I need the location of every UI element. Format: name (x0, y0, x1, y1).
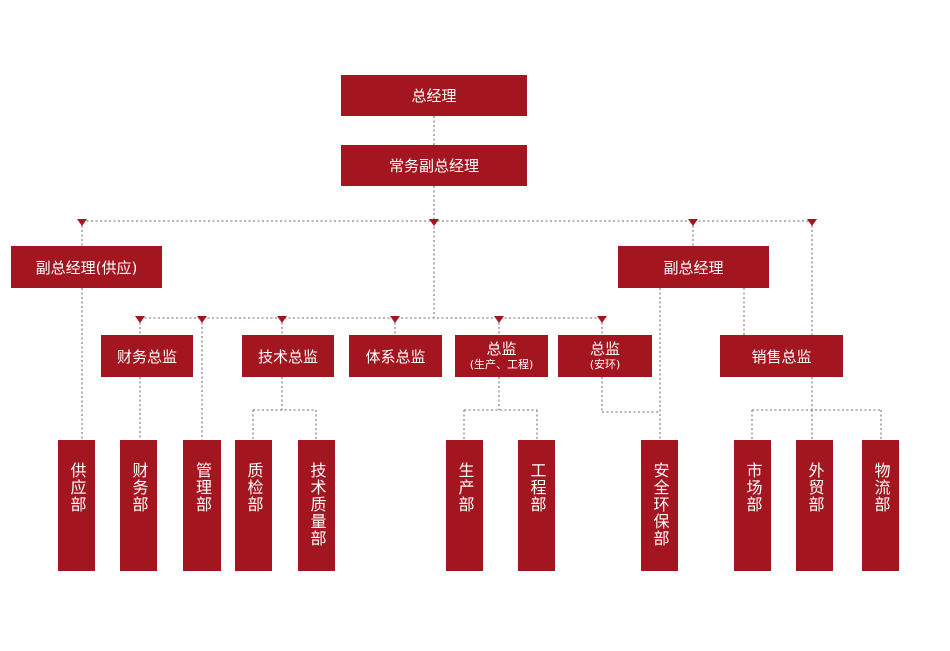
node-executive-vice-general-manager: 常务副总经理 (341, 145, 527, 186)
node-sublabel: (生产、工程) (469, 358, 534, 372)
dept-foreign-trade: 外贸部 (796, 440, 833, 571)
node-label: 销售总监 (751, 347, 812, 366)
dept-production: 生产部 (446, 440, 483, 571)
dept-label: 生产部 (455, 462, 475, 513)
node-label: 财务总监 (116, 347, 177, 366)
arrow-marker (135, 316, 145, 323)
node-sublabel: (安环) (589, 358, 621, 372)
dept-label: 安全环保部 (650, 462, 670, 547)
dept-label: 财务部 (129, 462, 149, 513)
dept-label: 物流部 (871, 462, 891, 513)
dept-safety-environment: 安全环保部 (641, 440, 678, 571)
node-label: 总监 (589, 339, 620, 358)
node-finance-director: 财务总监 (101, 335, 193, 377)
dept-supply: 供应部 (58, 440, 95, 571)
arrow-marker (597, 316, 607, 323)
node-label: 体系总监 (365, 347, 426, 366)
node-vice-general-manager-supply: 副总经理(供应) (11, 246, 162, 288)
node-label: 副总经理(供应) (35, 258, 138, 277)
node-tech-director: 技术总监 (242, 335, 334, 377)
dept-label: 供应部 (67, 462, 87, 513)
node-label: 总监 (486, 339, 517, 358)
dept-label: 外贸部 (805, 462, 825, 513)
arrow-marker (688, 219, 698, 226)
dept-management: 管理部 (183, 440, 221, 571)
node-general-manager: 总经理 (341, 75, 527, 116)
arrow-marker (807, 219, 817, 226)
node-sales-director: 销售总监 (720, 335, 843, 377)
node-label: 副总经理 (663, 258, 724, 277)
dept-label: 市场部 (743, 462, 763, 513)
node-director-safety-environment: 总监 (安环) (558, 335, 652, 377)
arrow-marker (494, 316, 504, 323)
arrow-marker (277, 316, 287, 323)
node-system-director: 体系总监 (349, 335, 442, 377)
dept-logistics: 物流部 (862, 440, 899, 571)
dept-label: 技术质量部 (307, 462, 327, 547)
arrow-marker (77, 219, 87, 226)
dept-finance: 财务部 (120, 440, 157, 571)
arrow-marker (429, 219, 439, 226)
node-label: 常务副总经理 (388, 157, 479, 175)
node-label: 总经理 (411, 87, 457, 105)
dept-engineering: 工程部 (518, 440, 555, 571)
node-director-production-engineering: 总监 (生产、工程) (455, 335, 548, 377)
dept-market: 市场部 (734, 440, 771, 571)
dept-label: 工程部 (527, 462, 547, 513)
dept-quality-inspection: 质检部 (235, 440, 272, 571)
dept-label: 管理部 (193, 462, 212, 513)
dept-technical-quality: 技术质量部 (298, 440, 335, 571)
node-vice-general-manager: 副总经理 (618, 246, 769, 288)
dept-label: 质检部 (244, 462, 264, 513)
arrow-marker (390, 316, 400, 323)
node-label: 技术总监 (257, 347, 318, 366)
arrow-markers (77, 219, 817, 323)
arrow-marker (197, 316, 207, 323)
